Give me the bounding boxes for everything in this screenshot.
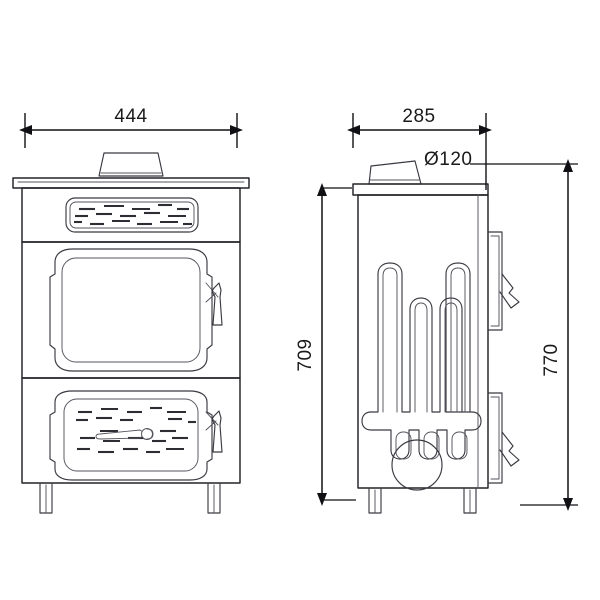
upper-vent-window (65, 197, 199, 233)
vent-hatching (74, 203, 192, 226)
ash-door-lever (95, 428, 154, 440)
body-lower-front (21, 377, 241, 484)
flue-collar-side (368, 160, 422, 185)
upper-firebox-door (49, 248, 213, 372)
dimension-770: 770 (470, 159, 578, 511)
fin-grille-fins (382, 267, 466, 413)
top-plate-front (12, 177, 250, 189)
ash-door-hatching (76, 406, 196, 454)
side-elevation-view (352, 160, 520, 514)
fin-grille-tabs (395, 431, 468, 460)
top-plate-side (352, 183, 489, 196)
lower-ash-door (49, 390, 213, 481)
dimension-709-label: 709 (295, 338, 316, 371)
side-latch-upper (487, 231, 520, 331)
door-handle-lower (205, 410, 223, 453)
legs-side (368, 487, 477, 514)
dimension-flue-diameter: Ø120 (424, 149, 472, 170)
dimension-dia120-label: Ø120 (424, 149, 472, 170)
dimension-285-label: 285 (402, 106, 435, 127)
dimension-709: 709 (295, 183, 356, 506)
dimension-444: 444 (19, 106, 243, 148)
fin-grille-side (361, 262, 482, 460)
legs-front (39, 482, 221, 514)
dimension-444-label: 444 (114, 106, 147, 127)
front-elevation-view (12, 152, 250, 514)
dimension-770-label: 770 (541, 343, 562, 376)
flue-collar-front (98, 152, 164, 177)
round-port-side (391, 439, 443, 491)
side-latch-lower (487, 392, 520, 484)
door-handle-upper (205, 282, 223, 326)
body-side (357, 194, 489, 489)
dimension-285: 285 (347, 106, 492, 190)
